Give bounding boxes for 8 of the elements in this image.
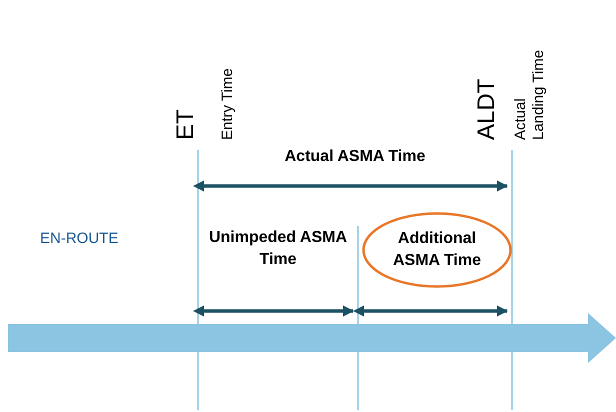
event-description: Entry Time xyxy=(219,67,237,140)
interval-label: Actual ASMA Time xyxy=(284,147,426,166)
event-label: ET xyxy=(172,108,200,140)
event-label: ALDT xyxy=(473,78,501,140)
event-description: Actual Landing Time xyxy=(512,48,548,140)
interval-label: Additional ASMA Time xyxy=(392,229,482,271)
phase-label: EN-ROUTE xyxy=(40,230,120,248)
interval-label: Unimpeded ASMA Time xyxy=(208,228,348,270)
